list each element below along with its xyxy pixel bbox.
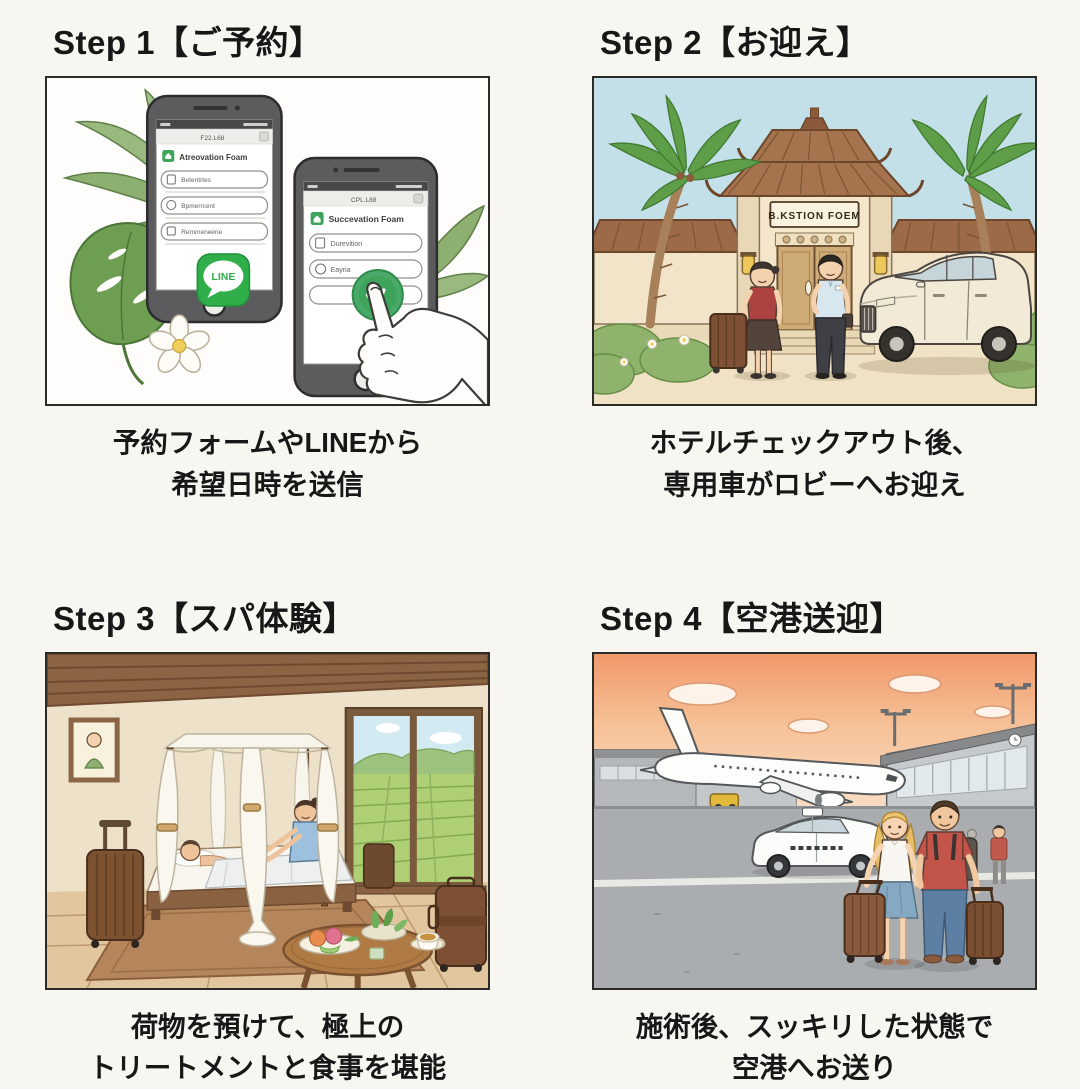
bush-flowers: [619, 334, 690, 367]
phone-back-header: F22.L68: [200, 135, 224, 142]
light-poles: [880, 682, 1031, 746]
step-4-illustration: [592, 651, 1037, 990]
canopy-curtains: [155, 746, 340, 947]
terminal-right: [880, 723, 1035, 809]
step-2-panel: Step 2【お迎え】: [592, 12, 1037, 506]
spa-room-illustration: [47, 653, 488, 988]
clock-icon: [315, 263, 327, 275]
spa-suitcase-left: [86, 819, 145, 948]
airport-sendoff-illustration: [594, 653, 1035, 988]
phone-back-field-1: Betentrtes: [181, 177, 211, 184]
calendar-icon: [315, 237, 326, 249]
suitcase-man: [965, 886, 1004, 965]
hotel-pickup-illustration: B.KSTION FOEM: [594, 78, 1035, 404]
step-1-panel: Step 1【ご予約】: [45, 12, 490, 506]
airplane: [639, 706, 906, 808]
step-4-title: Step 4【空港送迎】: [600, 599, 904, 637]
tapping-hand: [357, 281, 488, 404]
caption-line: 空港へお送り: [732, 1052, 897, 1084]
guest-suitcase: [709, 312, 748, 374]
caption-line: 予約フォームやLINEから: [112, 427, 423, 458]
reservation-illustration: F22.L68 Atreovation Foam Betentrtes Bpme…: [47, 78, 488, 404]
spa-suitcase-right: [427, 876, 487, 972]
line-app-icon: LINE: [196, 253, 251, 307]
step-3-caption: 荷物を預けて、極上のトリートメントと食事を堪能: [45, 1006, 490, 1089]
clouds: [667, 673, 1012, 734]
caption-line: ホテルチェックアウト後、: [649, 427, 980, 458]
traveler-man: [914, 799, 980, 972]
taxi: [751, 807, 893, 879]
caption-line: 施術後、スッキリした状態で: [635, 1010, 994, 1042]
caption-line: 希望日時を送信: [171, 468, 364, 500]
pickup-car: [858, 251, 1035, 375]
tea-cup: [410, 930, 446, 951]
svg-text:B.KSTION FOEM: B.KSTION FOEM: [768, 211, 861, 222]
guest-on-bed: [180, 839, 232, 869]
phone-front-header: CPL.L88: [351, 197, 377, 204]
phone-front-field-2: Eayria: [331, 267, 351, 274]
driver: [804, 254, 857, 381]
step-2-illustration: B.KSTION FOEM: [592, 76, 1037, 406]
step-3-panel: Step 3【スパ体験】: [45, 588, 490, 1089]
step-4-panel: Step 4【空港送迎】: [592, 588, 1037, 1089]
hotel-guest-woman: [734, 261, 791, 381]
tea-table: [282, 907, 446, 988]
caption-line: トリートメントと食事を堪能: [88, 1052, 447, 1084]
clock-icon: [166, 200, 177, 210]
phone-back-field-3: Remmeneene: [181, 229, 222, 236]
plumeria-flower: [148, 314, 210, 374]
step-3-illustration: [45, 651, 490, 990]
phone-front-field-1: Durevition: [331, 241, 363, 248]
step-4-caption: 施術後、スッキリした状態で空港へお送り: [592, 1006, 1037, 1089]
hotel-sign: B.KSTION FOEM: [768, 201, 861, 228]
step-2-title: Step 2【お迎え】: [600, 24, 870, 61]
wall-picture: [68, 717, 120, 783]
caption-line: 専用車がロビーへお迎え: [663, 468, 966, 500]
phone-front-form-title: Succevation Foam: [329, 214, 405, 224]
step-2-caption: ホテルチェックアウト後、専用車がロビーへお迎え: [592, 422, 1037, 506]
calendar-icon: [166, 174, 176, 185]
hamper-stool: [362, 842, 395, 889]
step-1-caption: 予約フォームやLINEから希望日時を送信: [45, 422, 490, 506]
line-label: LINE: [211, 271, 235, 283]
step-1-title: Step 1【ご予約】: [53, 24, 323, 61]
step-3-title: Step 3【スパ体験】: [53, 599, 357, 637]
phone-back-form-title: Atreovation Foam: [179, 153, 247, 162]
phone-back-field-2: Bpmerrcent: [181, 203, 215, 210]
suitcase-woman: [843, 879, 886, 963]
palm-tree-left: [608, 93, 763, 329]
note-icon: [166, 226, 176, 236]
sweet: [369, 946, 385, 960]
caption-line: 荷物を預けて、極上の: [130, 1010, 405, 1042]
traveler-woman: [863, 810, 925, 970]
step-1-illustration: F22.L68 Atreovation Foam Betentrtes Bpme…: [45, 76, 490, 406]
